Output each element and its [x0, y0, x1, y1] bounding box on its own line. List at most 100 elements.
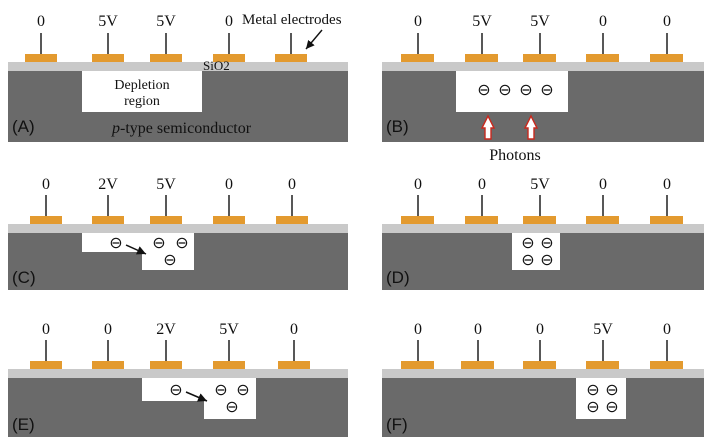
voltage-label: 2V: [98, 176, 118, 193]
voltage-label: 0: [599, 176, 607, 193]
voltage-label: 0: [414, 13, 422, 30]
panel-c: 0 2V 5V 0 0 ⊖ ⊖ ⊖ ⊖ (C): [8, 176, 348, 290]
electron: ⊖: [521, 235, 534, 252]
panel-label: (F): [386, 415, 408, 434]
electron: ⊖: [521, 252, 534, 269]
electrode-2: [465, 33, 498, 62]
voltage-label: 0: [104, 321, 112, 338]
electrode-4: [213, 340, 245, 369]
metal-electrodes-label: Metal electrodes: [242, 12, 342, 28]
electron: ⊖: [225, 399, 238, 416]
voltage-label: 0: [42, 321, 50, 338]
voltage-label: 5V: [530, 13, 550, 30]
voltage-label: 0: [536, 321, 544, 338]
voltage-label: 0: [225, 13, 233, 30]
photons-label: Photons: [489, 147, 541, 164]
panel-label: (C): [12, 268, 36, 287]
electrode-3: [150, 33, 182, 62]
voltage-label: 5V: [98, 13, 118, 30]
oxide-layer: [382, 62, 704, 71]
sio2-label: SiO2: [203, 58, 230, 73]
voltage-label: 5V: [593, 321, 613, 338]
electron: ⊖: [586, 382, 599, 399]
electrode-1: [401, 195, 434, 224]
panel-label: (A): [12, 117, 35, 136]
electrode-2: [92, 340, 124, 369]
electron: ⊖: [175, 235, 188, 252]
panel-label: (E): [12, 415, 35, 434]
electron: ⊖: [477, 82, 490, 99]
electrode-1: [30, 195, 62, 224]
electrode-2: [92, 33, 124, 62]
panel-e: 0 0 2V 5V 0 ⊖ ⊖ ⊖ ⊖ (E): [8, 321, 348, 437]
electrode-5: [650, 195, 683, 224]
electron: ⊖: [605, 399, 618, 416]
voltage-label: 0: [599, 13, 607, 30]
electrode-2: [461, 340, 494, 369]
panel-d: 0 0 5V 0 0 ⊖ ⊖ ⊖ ⊖ (D): [382, 176, 704, 290]
electrode-3: [523, 195, 556, 224]
oxide-layer: [8, 62, 348, 71]
electrode-5: [650, 33, 683, 62]
electron: ⊖: [498, 82, 511, 99]
oxide-layer: [8, 224, 348, 233]
electrode-4: [586, 33, 619, 62]
electrode-3: [523, 33, 556, 62]
voltage-label: 0: [478, 176, 486, 193]
panel-a: 0 5V 5V 0 Metal electrodes SiO2 Depletio…: [8, 12, 348, 142]
voltage-label: 0: [663, 176, 671, 193]
electron: ⊖: [605, 382, 618, 399]
panel-label: (D): [386, 268, 410, 287]
electron: ⊖: [169, 382, 182, 399]
electrode-1: [401, 340, 434, 369]
electrode-1: [25, 33, 57, 62]
electrode-4: [586, 340, 619, 369]
voltage-label: 0: [414, 176, 422, 193]
voltage-label: 0: [290, 321, 298, 338]
electron: ⊖: [152, 235, 165, 252]
electrode-5: [278, 340, 310, 369]
electrode-4: [586, 195, 619, 224]
voltage-label: 5V: [530, 176, 550, 193]
depletion-label-line2: region: [124, 94, 160, 109]
voltage-label: 5V: [156, 13, 176, 30]
voltage-label: 0: [663, 321, 671, 338]
oxide-layer: [8, 369, 348, 378]
electrode-5: [276, 195, 308, 224]
electrode-2: [465, 195, 498, 224]
electrode-5: [275, 33, 307, 62]
panel-label: (B): [386, 117, 409, 136]
voltage-label: 0: [414, 321, 422, 338]
electrode-5: [650, 340, 683, 369]
depletion-label-line1: Depletion: [114, 78, 169, 93]
electrode-3: [150, 340, 182, 369]
panel-b: 0 5V 5V 0 0 ⊖ ⊖ ⊖ ⊖ Photons (B): [382, 13, 704, 164]
electron: ⊖: [540, 82, 553, 99]
electron: ⊖: [519, 82, 532, 99]
electrode-1: [401, 33, 434, 62]
electrode-3: [150, 195, 182, 224]
semiconductor-label: p-type semiconductor: [111, 120, 252, 137]
voltage-label: 0: [225, 176, 233, 193]
electron: ⊖: [109, 235, 122, 252]
electron: ⊖: [214, 382, 227, 399]
metal-electrodes-pointer: [306, 30, 322, 49]
electron: ⊖: [540, 252, 553, 269]
electron: ⊖: [163, 252, 176, 269]
panel-f: 0 0 0 5V 0 ⊖ ⊖ ⊖ ⊖ (F): [382, 321, 704, 437]
semiconductor: [382, 377, 704, 437]
voltage-label: 0: [474, 321, 482, 338]
voltage-label: 0: [288, 176, 296, 193]
electron: ⊖: [236, 382, 249, 399]
voltage-label: 5V: [472, 13, 492, 30]
voltage-label: 2V: [156, 321, 176, 338]
electron: ⊖: [540, 235, 553, 252]
electrode-2: [92, 195, 124, 224]
voltage-label: 0: [42, 176, 50, 193]
voltage-label: 5V: [219, 321, 239, 338]
electrode-3: [523, 340, 556, 369]
voltage-label: 5V: [156, 176, 176, 193]
oxide-layer: [382, 224, 704, 233]
voltage-label: 0: [663, 13, 671, 30]
